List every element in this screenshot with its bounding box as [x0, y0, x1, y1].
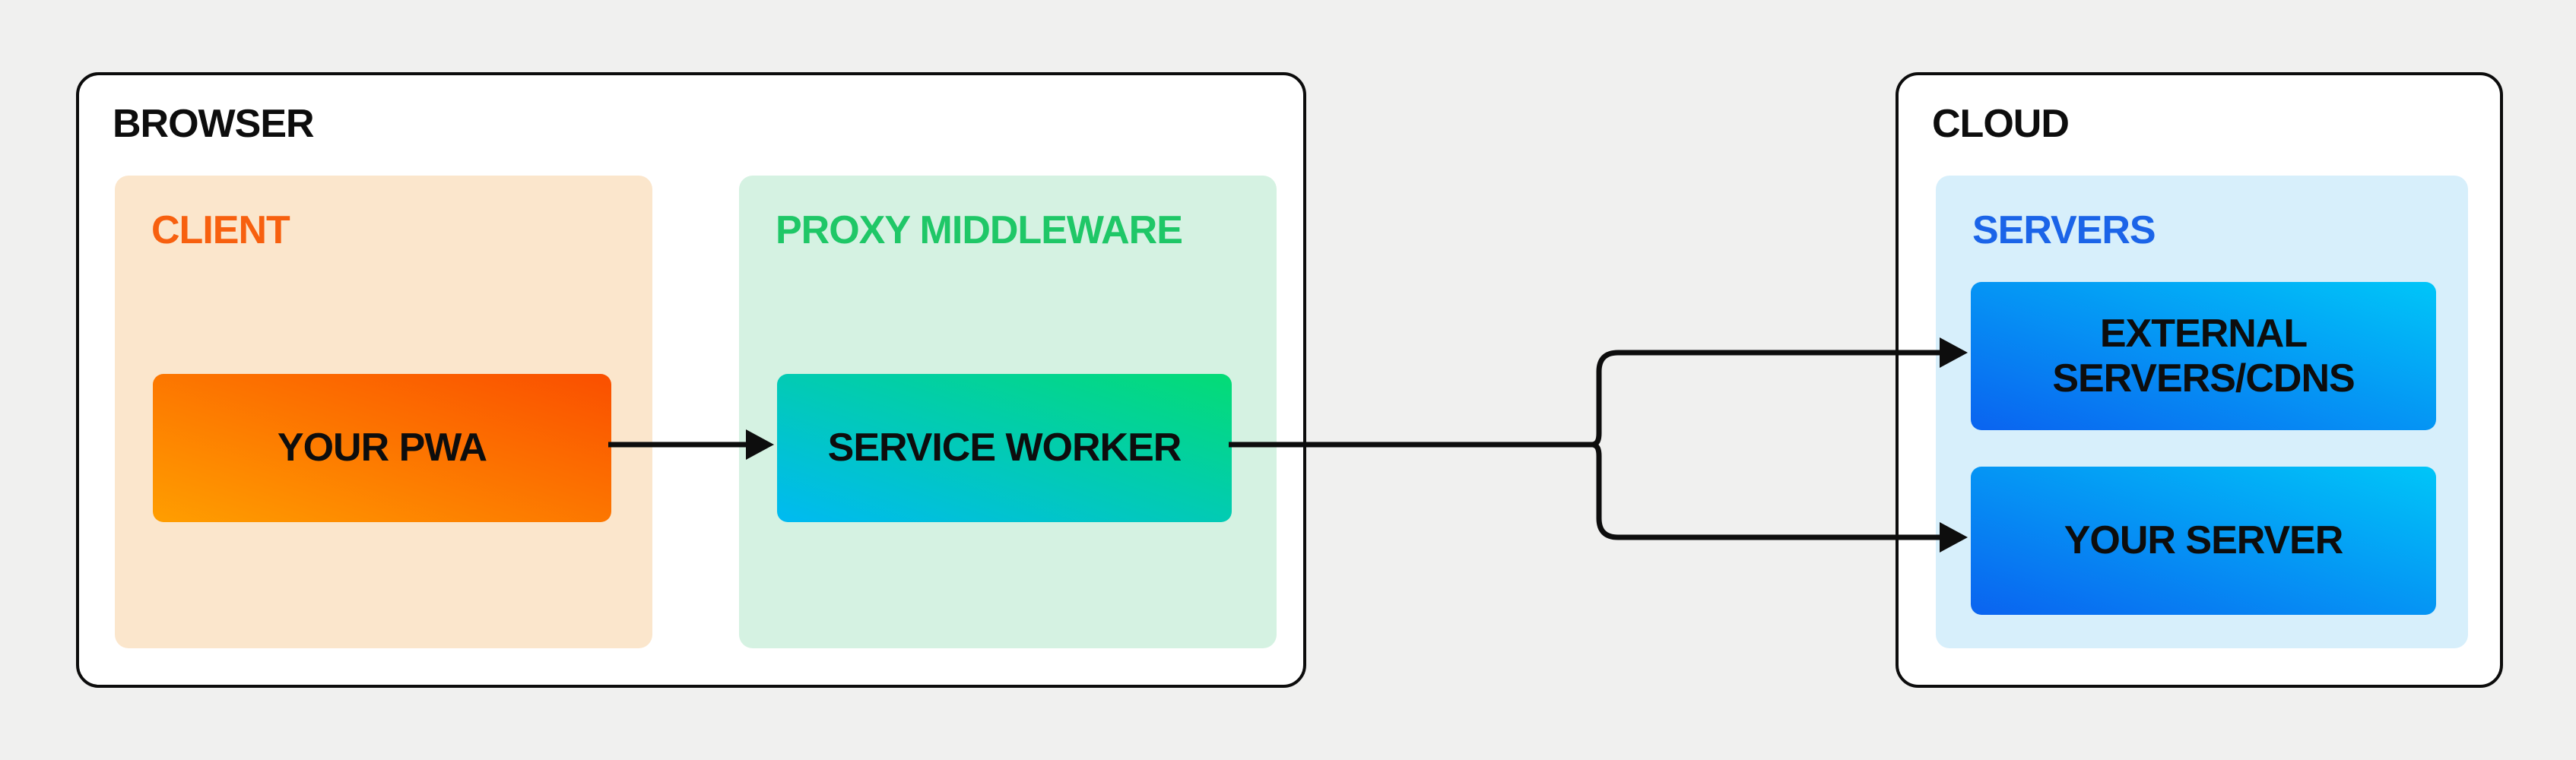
service-worker-node: SERVICE WORKER: [777, 374, 1232, 522]
external-servers-cdns-node: EXTERNAL SERVERS/CDNS: [1971, 282, 2436, 430]
client-section: CLIENT YOUR PWA: [115, 176, 652, 648]
your-server-label: YOUR SERVER: [2064, 518, 2344, 563]
servers-section: SERVERS EXTERNAL SERVERS/CDNS YOUR SERVE…: [1936, 176, 2468, 648]
cloud-group: CLOUD SERVERS EXTERNAL SERVERS/CDNS YOUR…: [1896, 72, 2503, 688]
your-pwa-node: YOUR PWA: [153, 374, 611, 522]
proxy-middleware-section: PROXY MIDDLEWARE SERVICE WORKER: [739, 176, 1277, 648]
browser-group: BROWSER CLIENT YOUR PWA PROXY MIDDLEWARE…: [76, 72, 1306, 688]
external-servers-cdns-label: EXTERNAL SERVERS/CDNS: [2052, 312, 2355, 401]
arrow-branch-to-external-servers: [1592, 350, 1940, 448]
service-worker-label: SERVICE WORKER: [827, 426, 1182, 470]
servers-section-label: SERVERS: [1972, 208, 2156, 252]
your-pwa-label: YOUR PWA: [277, 426, 487, 470]
your-server-node: YOUR SERVER: [1971, 467, 2436, 615]
browser-title: BROWSER: [113, 102, 315, 146]
cloud-title: CLOUD: [1932, 102, 2070, 146]
proxy-middleware-section-label: PROXY MIDDLEWARE: [776, 208, 1183, 252]
client-section-label: CLIENT: [151, 208, 290, 252]
arrow-branch-to-your-server: [1592, 442, 1940, 540]
